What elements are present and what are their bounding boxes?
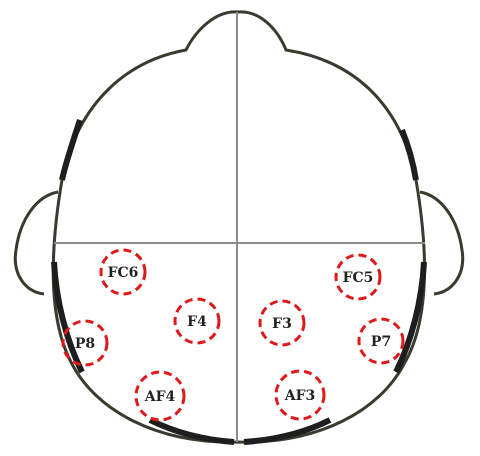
electrode-f4: F4 (173, 297, 221, 345)
electrode-f3: F3 (258, 299, 306, 347)
electrode-label: F4 (187, 314, 207, 330)
head-edge-left-lower (51, 261, 85, 374)
electrode-af3: AF3 (274, 369, 326, 421)
electrode-fc5: FC5 (334, 253, 382, 301)
left-ear (13, 190, 59, 296)
head-edge-right-lower (393, 261, 427, 374)
electrode-label: AF4 (144, 389, 176, 405)
electrode-label: P7 (371, 334, 391, 350)
electrode-label: FC5 (343, 270, 374, 286)
electrode-label: P8 (75, 336, 95, 352)
electrode-label: AF3 (284, 388, 316, 404)
electrode-label: FC6 (108, 265, 139, 281)
head-edge-bottom-left (148, 417, 235, 445)
head-edge-left (59, 119, 83, 181)
electrode-p7: P7 (357, 317, 405, 365)
electrode-af4: AF4 (134, 370, 186, 422)
electrode-fc6: FC6 (99, 248, 147, 296)
head-edge-bottom-right (243, 417, 332, 445)
right-ear (419, 190, 465, 296)
head-edge-right (399, 128, 419, 181)
head-outline (51, 10, 427, 444)
electrode-p8: P8 (61, 319, 109, 367)
electrode-label: F3 (272, 316, 292, 332)
